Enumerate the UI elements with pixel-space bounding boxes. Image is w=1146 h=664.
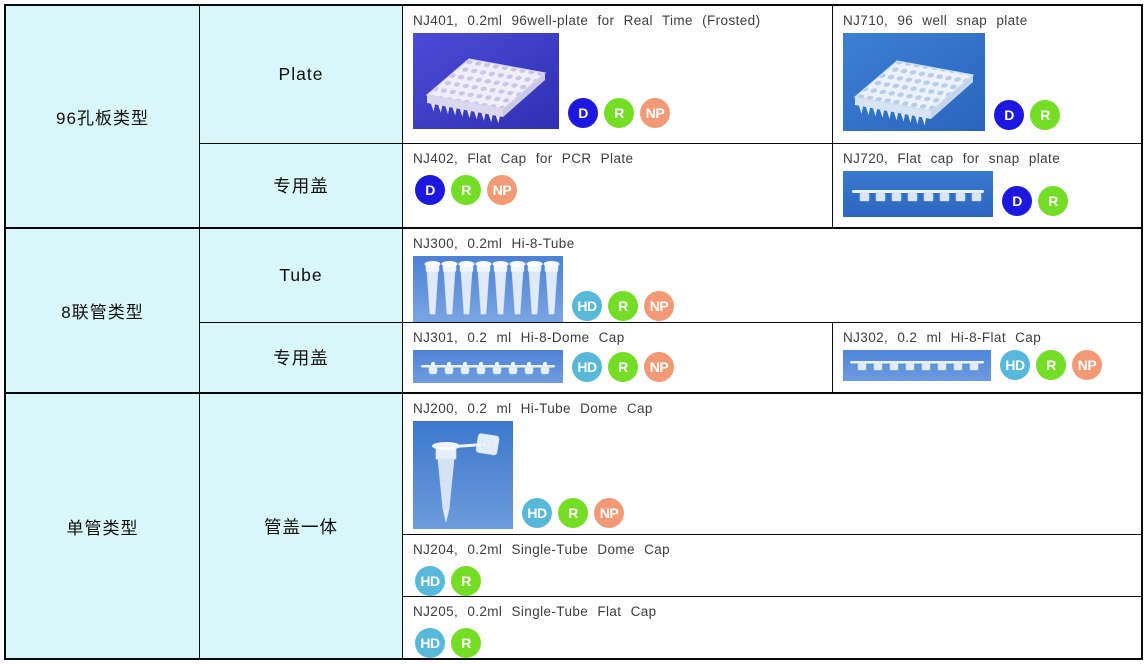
product-badge: NP [1072, 349, 1102, 380]
product-badge: HD [415, 566, 445, 596]
category-cell-8-strip-tube: 8联管类型 [6, 228, 199, 392]
product-cell-nj302: NJ302, 0.2 ml Hi-8-Flat Cap [832, 322, 1141, 392]
compatibility-badges: D R [1002, 186, 1068, 216]
product-cell-nj205: NJ205, 0.2ml Single-Tube Flat Cap HD R [403, 596, 1141, 658]
section-8-strip-tube: 8联管类型 Tube NJ300, 0.2ml Hi-8-Tube [6, 226, 1141, 392]
product-badge: R [1030, 100, 1060, 130]
compatibility-badges: D R [994, 100, 1060, 130]
product-badge: D [994, 100, 1024, 130]
product-badge: R [558, 498, 588, 528]
compatibility-badges: HD R NP [1000, 349, 1102, 380]
product-badge: R [608, 290, 638, 321]
row-plate: Plate NJ401, 0.2ml 96well-plate for Real… [199, 6, 1141, 143]
compatibility-badges: HD R [415, 566, 1141, 596]
product-cell-nj300: NJ300, 0.2ml Hi-8-Tube [403, 228, 1141, 322]
row-tube: Tube NJ300, 0.2ml Hi-8-Tube [199, 228, 1141, 322]
section-96-well-plate: 96孔板类型 Plate NJ401, 0.2ml 96well-plate f… [6, 6, 1141, 227]
product-cell-nj402: NJ402, Flat Cap for PCR Plate D R NP [403, 144, 832, 227]
section-single-tube: 单管类型 管盖一体 NJ200, 0.2 ml Hi-Tube Dome Cap [6, 392, 1141, 658]
8-strip-dome-cap-photo [413, 349, 563, 383]
product-title: NJ720, Flat cap for snap plate [843, 151, 1061, 166]
product-cell-nj301: NJ301, 0.2 ml Hi-8-Dome Cap [403, 322, 832, 392]
product-title: NJ302, 0.2 ml Hi-8-Flat Cap [843, 329, 1042, 345]
compatibility-badges: HD R NP [572, 290, 674, 321]
single-tube-dome-cap-photo [413, 421, 513, 529]
product-badge: R [1038, 186, 1068, 216]
row-tube-cap-integrated: 管盖一体 NJ200, 0.2 ml Hi-Tube Dome Cap [199, 394, 1141, 658]
product-title: NJ401, 0.2ml 96well-plate for Real Time … [413, 13, 761, 28]
product-title: NJ204, 0.2ml Single-Tube Dome Cap [413, 542, 671, 557]
snap-plate-flat-cap-strip-photo [843, 171, 993, 217]
product-badge: NP [487, 175, 517, 205]
product-badge: NP [644, 290, 674, 321]
product-badge: R [451, 628, 481, 658]
product-badge: HD [1000, 349, 1030, 380]
subcategory-cell-tube-cap-integrated: 管盖一体 [199, 394, 403, 658]
product-badge: R [451, 175, 481, 205]
product-table: 96孔板类型 Plate NJ401, 0.2ml 96well-plate f… [4, 4, 1143, 660]
8-strip-flat-cap-photo [843, 349, 991, 381]
product-badge: HD [522, 498, 552, 528]
product-title: NJ200, 0.2 ml Hi-Tube Dome Cap [413, 401, 653, 416]
subcategory-cell-dedicated-cap: 专用盖 [199, 144, 403, 227]
compatibility-badges: D R NP [415, 175, 832, 205]
product-badge: NP [644, 351, 674, 382]
compatibility-badges: HD R NP [522, 498, 624, 528]
product-badge: D [568, 98, 598, 128]
row-plate-cap: 专用盖 NJ402, Flat Cap for PCR Plate D R NP… [199, 143, 1141, 227]
product-title: NJ710, 96 well snap plate [843, 13, 1028, 28]
row-tube-cap: 专用盖 NJ301, 0.2 ml Hi-8-Dome Cap [199, 321, 1141, 392]
product-badge: NP [640, 98, 670, 128]
product-cell-nj204: NJ204, 0.2ml Single-Tube Dome Cap HD R [403, 534, 1141, 596]
product-badge: R [608, 351, 638, 382]
product-badge: R [1036, 349, 1066, 380]
product-cell-nj200: NJ200, 0.2 ml Hi-Tube Dome Cap [403, 394, 1141, 534]
subcategory-cell-tube: Tube [199, 228, 403, 322]
category-cell-96-well-plate: 96孔板类型 [6, 6, 199, 227]
product-cell-nj720: NJ720, Flat cap for snap plate [832, 144, 1141, 227]
subcategory-cell-dedicated-cap: 专用盖 [199, 322, 403, 392]
subcategory-cell-plate: Plate [199, 6, 403, 143]
product-badge: HD [572, 351, 602, 382]
compatibility-badges: D R NP [568, 98, 670, 128]
product-badge: R [604, 98, 634, 128]
8-strip-tube-photo [413, 255, 563, 322]
product-cell-nj710: NJ710, 96 well snap plate [832, 6, 1141, 143]
product-badge: HD [572, 290, 602, 321]
compatibility-badges: HD R [415, 628, 1141, 658]
product-badge: D [1002, 186, 1032, 216]
product-badge: D [415, 175, 445, 205]
product-badge: R [451, 566, 481, 596]
product-title: NJ402, Flat Cap for PCR Plate [413, 151, 634, 166]
product-badge: NP [594, 498, 624, 528]
product-title: NJ300, 0.2ml Hi-8-Tube [413, 235, 575, 251]
product-title: NJ301, 0.2 ml Hi-8-Dome Cap [413, 329, 625, 345]
product-title: NJ205, 0.2ml Single-Tube Flat Cap [413, 604, 657, 619]
product-badge: HD [415, 628, 445, 658]
product-cell-nj401: NJ401, 0.2ml 96well-plate for Real Time … [403, 6, 832, 143]
category-cell-single-tube: 单管类型 [6, 394, 199, 658]
96-well-pcr-plate-photo [413, 33, 559, 129]
96-well-snap-plate-photo [843, 33, 985, 131]
compatibility-badges: HD R NP [572, 351, 674, 382]
